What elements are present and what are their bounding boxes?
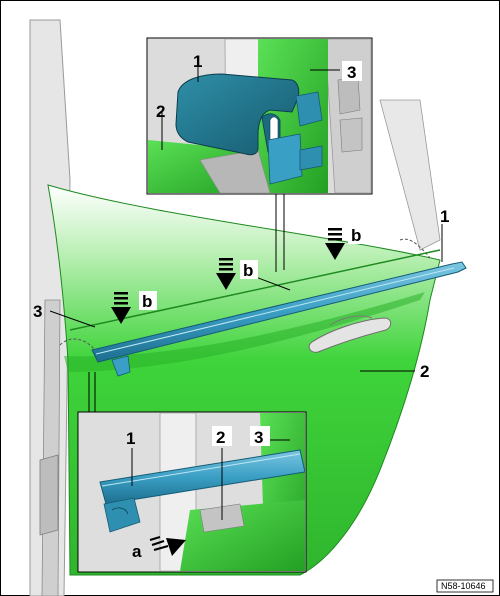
label-1-top-inset: 1 (193, 52, 202, 71)
label-b-middle-box (240, 260, 258, 279)
label-3-top-inset-box (342, 61, 362, 81)
label-2-main: 2 (420, 362, 429, 381)
leader-3-main (49, 310, 96, 328)
label-3-bottom-inset-box (250, 426, 270, 446)
label-b-middle: b (243, 261, 253, 280)
label-1-main: 1 (440, 207, 449, 226)
label-3-bottom-inset: 3 (254, 428, 263, 447)
bottom-detail-inset (77, 411, 307, 573)
label-2-top-inset: 2 (156, 102, 165, 121)
door-seal-edge (69, 249, 441, 331)
reference-code-box (436, 579, 494, 593)
label-3-top-inset: 3 (347, 63, 356, 82)
label-b-left-box (139, 291, 157, 310)
door-handle (308, 315, 392, 353)
top-detail-inset (146, 37, 373, 195)
label-b-left: b (142, 292, 152, 311)
label-3-main: 3 (33, 302, 42, 321)
window-guide-strip (59, 238, 467, 377)
pull-arrow-a (149, 536, 186, 556)
label-b-right: b (351, 226, 361, 245)
reference-code: N58-10646 (441, 581, 486, 591)
press-arrow-b-right (325, 228, 345, 260)
press-arrow-b-left (111, 292, 131, 324)
label-a-bottom-inset: a (132, 542, 142, 561)
label-1-bottom-inset: 1 (126, 429, 135, 448)
label-2-bottom-inset: 2 (216, 428, 225, 447)
press-arrow-b-middle (216, 258, 236, 290)
body-frame (29, 19, 441, 596)
label-b-right-box (348, 225, 366, 244)
label-2-bottom-inset-box (212, 426, 232, 446)
